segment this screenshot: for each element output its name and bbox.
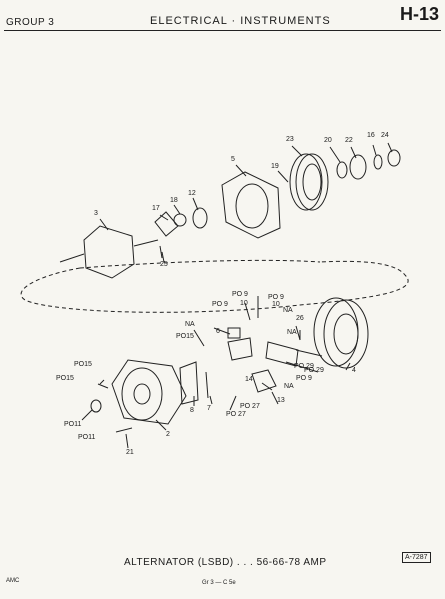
header-title: ELECTRICAL · INSTRUMENTS xyxy=(150,15,331,27)
pulley-part xyxy=(289,153,329,211)
callout-3: 3 xyxy=(94,210,98,217)
plate-part-na xyxy=(227,337,253,361)
callout-17: 17 xyxy=(152,205,160,212)
callout-6: 6 xyxy=(216,328,220,335)
callout-po15-b: PO15 xyxy=(74,361,92,368)
washer-part-20 xyxy=(336,161,348,179)
callout-14: 14 xyxy=(245,376,253,383)
callout-16: 16 xyxy=(367,132,375,139)
callout-na-c: NA xyxy=(287,329,297,336)
screw-part-po15 xyxy=(97,383,109,389)
spacer-part-22 xyxy=(349,154,367,180)
callout-po9-c: PO 9 xyxy=(212,301,228,308)
plate-part-17 xyxy=(154,211,179,237)
bolt-part-21 xyxy=(115,427,133,433)
callout-na-b: NA xyxy=(185,321,195,328)
washer-part-16 xyxy=(373,154,383,170)
callout-13: 13 xyxy=(277,397,285,404)
regulator-part-14 xyxy=(251,369,277,393)
nut-part-24 xyxy=(387,149,401,167)
figure-caption: ALTERNATOR (LSBD) . . . 56-66-78 AMP xyxy=(124,557,327,568)
callout-po9-b: PO 9 xyxy=(268,294,284,301)
callout-10-a: 10 xyxy=(240,300,248,307)
screw-part-7 xyxy=(205,371,209,399)
callout-po27-a: PO 27 xyxy=(240,403,260,410)
callout-25: 25 xyxy=(160,261,168,268)
alternator-exploded-diagram: 23 20 22 16 24 5 19 17 18 12 3 25 4 PO 9… xyxy=(20,132,409,456)
callout-26: 26 xyxy=(296,315,304,322)
bushing-part-po11 xyxy=(90,399,102,413)
callout-na-a: NA xyxy=(283,307,293,314)
callout-2: 2 xyxy=(166,431,170,438)
heat-sink-part xyxy=(265,341,299,367)
dashed-assembly-loop xyxy=(20,259,409,313)
callout-labels: 23 20 22 16 24 5 19 17 18 12 3 25 4 PO 9… xyxy=(56,132,389,456)
callout-po11-a: PO11 xyxy=(64,421,81,428)
callout-7: 7 xyxy=(207,405,211,412)
header-group: GROUP 3 xyxy=(6,17,55,28)
callout-20: 20 xyxy=(324,137,332,144)
callout-22: 22 xyxy=(345,137,353,144)
callout-po11-b: PO11 xyxy=(78,434,95,441)
callout-12: 12 xyxy=(188,190,196,197)
callout-po29-b: PO 29 xyxy=(304,367,324,374)
callout-4: 4 xyxy=(352,367,356,374)
callout-8: 8 xyxy=(190,407,194,414)
rotor-part xyxy=(59,225,159,279)
bearing-part-12 xyxy=(192,207,208,229)
footer-center: Gr 3 — C 5e xyxy=(202,580,236,586)
callout-na-d: NA xyxy=(284,383,294,390)
callout-po15-a: PO15 xyxy=(176,333,194,340)
figure-reference-box: A-7287 xyxy=(402,552,431,563)
rectifier-part-6 xyxy=(227,327,241,339)
brush-holder-part-8 xyxy=(179,361,199,405)
drive-end-housing xyxy=(221,171,281,239)
slip-ring-end-housing xyxy=(111,359,187,425)
footer-left: AMC xyxy=(6,578,20,584)
callout-10-b: 10 xyxy=(272,301,280,308)
header-page-number: H-13 xyxy=(399,4,439,24)
stator-part xyxy=(313,297,369,369)
callout-po9-d: PO 9 xyxy=(296,375,312,382)
callout-po9-a: PO 9 xyxy=(232,291,248,298)
callout-24: 24 xyxy=(381,132,389,139)
callout-23: 23 xyxy=(286,136,294,143)
callout-5: 5 xyxy=(231,156,235,163)
header-rule xyxy=(4,30,441,31)
callout-po29-a: PO 29 xyxy=(294,363,314,370)
callout-21: 21 xyxy=(126,449,134,456)
callout-18: 18 xyxy=(170,197,178,204)
screw-part-25 xyxy=(159,245,163,259)
callout-po27-b: PO 27 xyxy=(226,411,246,418)
callout-po15-c: PO15 xyxy=(56,375,74,382)
callout-19: 19 xyxy=(271,163,279,170)
